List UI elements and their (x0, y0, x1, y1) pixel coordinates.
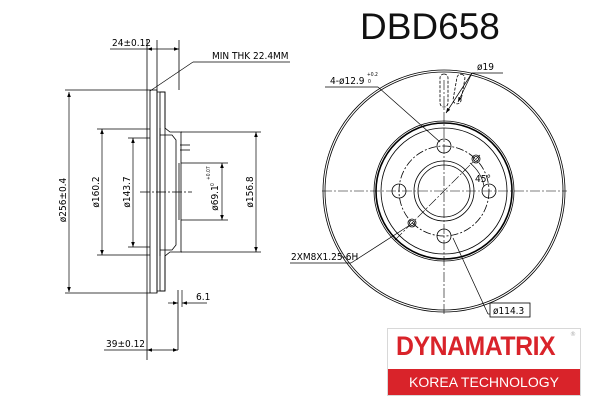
registered-mark: ® (570, 331, 576, 338)
d1-dim: ø160.2 (91, 176, 102, 207)
part-number-title: DBD658 (360, 6, 500, 47)
min-thickness-label: MIN THK 22.4MM (212, 51, 289, 62)
pcd-box (489, 302, 531, 318)
outer-diameter-dim: ø256±0.4 (58, 177, 69, 222)
bolt-holes-tol-lower: 0 (368, 79, 371, 85)
hat-offset-dim: 6.1 (196, 292, 210, 303)
center-bore-tol-lower: 0 (210, 183, 216, 186)
thread-dim: 2XM8X1.25-6H (291, 252, 358, 263)
logo-brand-text: DYNAMATRIX (396, 331, 556, 361)
slot-dim: ø19 (477, 62, 494, 73)
d2-dim: ø143.7 (122, 176, 133, 207)
bolt-holes-dim: 4-ø12.9 (330, 76, 365, 87)
bolt-holes-tol-upper: +0.2 (367, 72, 378, 78)
hat-diameter-dim: ø156.8 (245, 176, 256, 208)
side-view (65, 40, 261, 360)
dynamatrix-logo: DYNAMATRIX ® KOREA TECHNOLOGY (387, 328, 581, 396)
angle-dim: 45° (475, 174, 491, 185)
logo-tagline: KOREA TECHNOLOGY (388, 369, 580, 395)
pcd-dim: ø114.3 (493, 306, 524, 317)
center-bore-dim: ø69.1 (210, 185, 221, 211)
center-bore-tol-upper: +0.07 (206, 166, 212, 180)
front-view (322, 69, 567, 315)
total-height-dim: 39±0.12 (106, 339, 145, 350)
thickness-dim: 24±0.12 (112, 38, 151, 49)
